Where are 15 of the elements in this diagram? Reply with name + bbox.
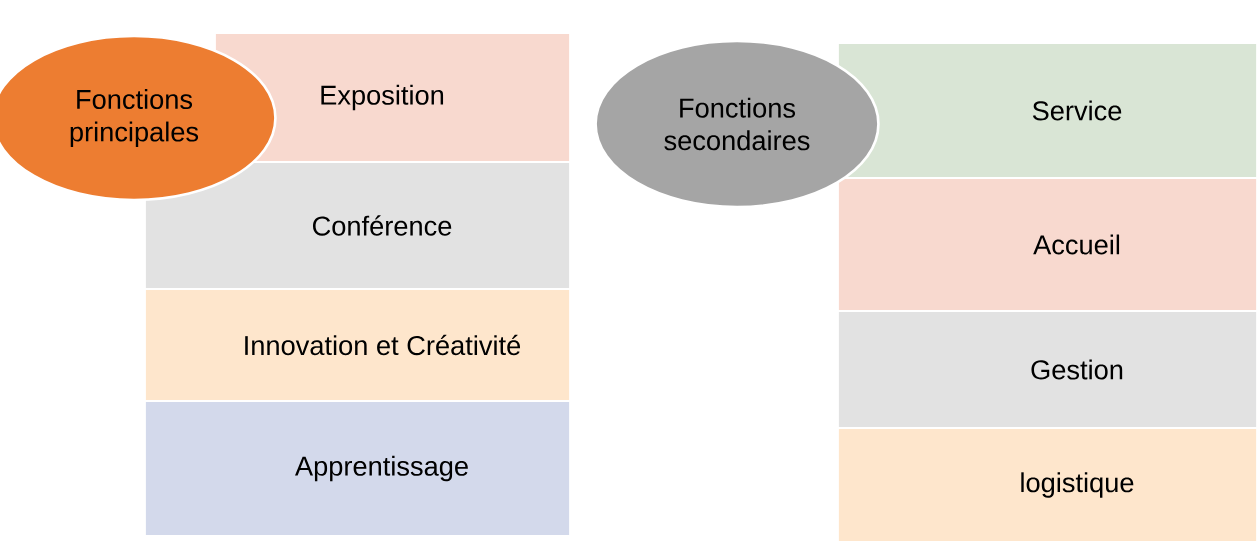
node-label: Accueil [1033, 234, 1120, 255]
node-label: Innovation et Créativité [245, 334, 521, 356]
function-band [144, 288, 571, 402]
function-band [144, 400, 571, 537]
function-band [837, 42, 1257, 179]
function-band [837, 427, 1257, 542]
node-label: Gestion [1031, 359, 1123, 380]
function-band [837, 177, 1257, 312]
node-label: Service [1032, 100, 1122, 121]
function-band [837, 310, 1257, 429]
function-band [144, 161, 571, 290]
node-label: Conférence [312, 215, 452, 236]
node-label: Exposition [321, 84, 444, 111]
node-label: logistique [1021, 472, 1134, 498]
node-label: Apprentissage [295, 455, 468, 482]
